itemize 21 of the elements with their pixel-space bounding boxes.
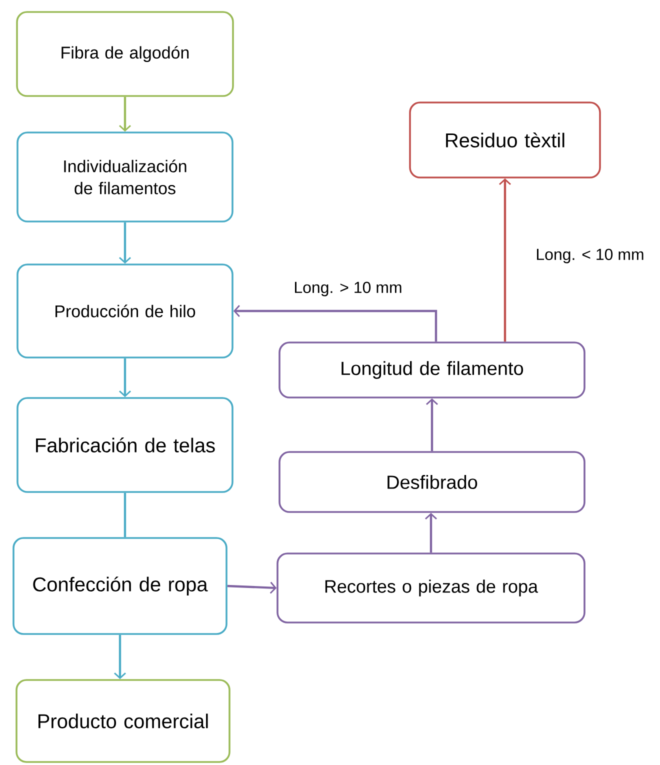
arrow <box>426 398 438 452</box>
process-box: Individualización de filamentos <box>16 132 234 222</box>
process-box: Fibra de algodón <box>16 11 234 97</box>
process-box: Producto comercial <box>16 679 230 763</box>
arrow <box>233 305 438 342</box>
arrow <box>119 222 131 264</box>
edge-label: Long. > 10 mm <box>292 280 404 298</box>
process-box: Recortes o piezas de ropa <box>276 552 586 624</box>
process-box: Residuo tèxtil <box>409 102 601 178</box>
arrow <box>425 512 437 553</box>
process-box: Producción de hilo <box>16 264 234 358</box>
process-box: Longitud de filamento <box>278 342 586 398</box>
process-box: Fabricación de telas <box>16 397 234 493</box>
process-box: Confección de ropa <box>12 537 228 635</box>
arrow <box>114 634 126 680</box>
arrow <box>227 582 277 594</box>
arrow <box>119 96 131 132</box>
arrow <box>499 178 511 342</box>
process-box: Desfibrado <box>278 451 586 513</box>
edge-label: Long. < 10 mm <box>534 246 646 266</box>
arrow <box>119 358 131 398</box>
